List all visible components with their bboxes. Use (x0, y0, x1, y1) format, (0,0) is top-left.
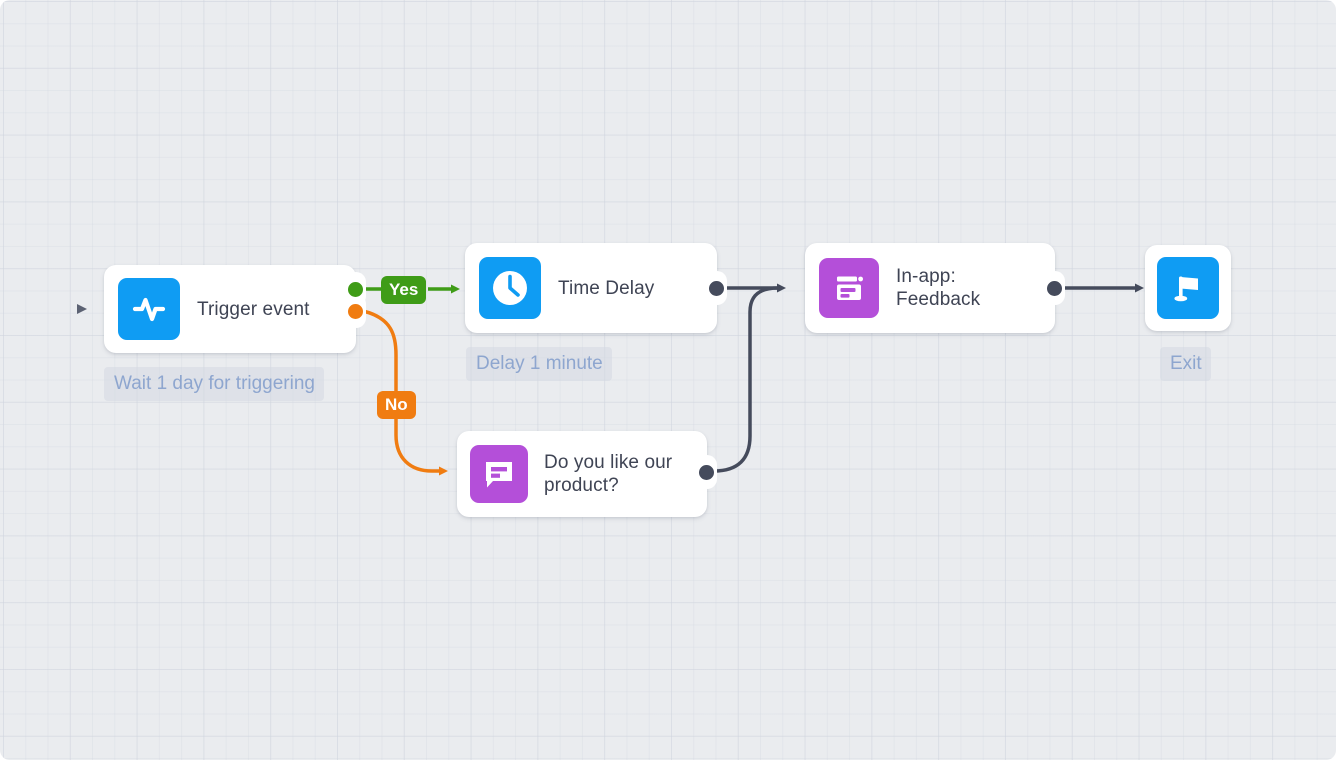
time-delay-output-dot[interactable] (709, 281, 724, 296)
trigger-output-no-dot[interactable] (348, 304, 363, 319)
node-in-app-feedback-title-line2: Feedback (896, 289, 981, 310)
chat-bubble-icon (470, 445, 528, 503)
flag-icon-glyph (1174, 276, 1198, 302)
survey-output-dot[interactable] (699, 465, 714, 480)
edge-survey-to-inapp (713, 286, 779, 473)
node-time-delay[interactable]: Time Delay (465, 243, 717, 333)
node-time-delay-title: Time Delay (558, 277, 655, 299)
node-trigger-event[interactable]: Trigger event (104, 265, 356, 353)
chat-bubble-icon-glyph (486, 462, 512, 488)
node-survey-question-title: Do you like our product? (544, 452, 673, 496)
branch-badge-no[interactable]: No (377, 391, 416, 419)
in-app-window-icon (819, 258, 879, 318)
node-in-app-feedback-title: In-app: Feedback (896, 265, 980, 311)
flag-icon (1157, 257, 1219, 319)
chip-trigger-wait: Wait 1 day for triggering (104, 367, 324, 401)
node-trigger-event-title: Trigger event (197, 298, 310, 320)
node-exit[interactable] (1145, 245, 1231, 331)
trigger-output-yes-dot[interactable] (348, 282, 363, 297)
pulse-icon (118, 278, 180, 340)
node-survey-question[interactable]: Do you like our product? (457, 431, 707, 517)
pulse-icon-glyph (132, 297, 166, 322)
chip-delay-1-minute: Delay 1 minute (466, 347, 612, 381)
clock-icon-glyph (493, 271, 527, 305)
node-in-app-feedback[interactable]: In-app: Feedback (805, 243, 1055, 333)
in-app-feedback-output-dot[interactable] (1047, 281, 1062, 296)
clock-icon (479, 257, 541, 319)
branch-badge-yes[interactable]: Yes (381, 276, 427, 304)
node-in-app-feedback-title-line1: In-app: (896, 266, 956, 287)
in-app-window-icon-glyph (837, 276, 863, 300)
chip-exit: Exit (1160, 347, 1211, 381)
